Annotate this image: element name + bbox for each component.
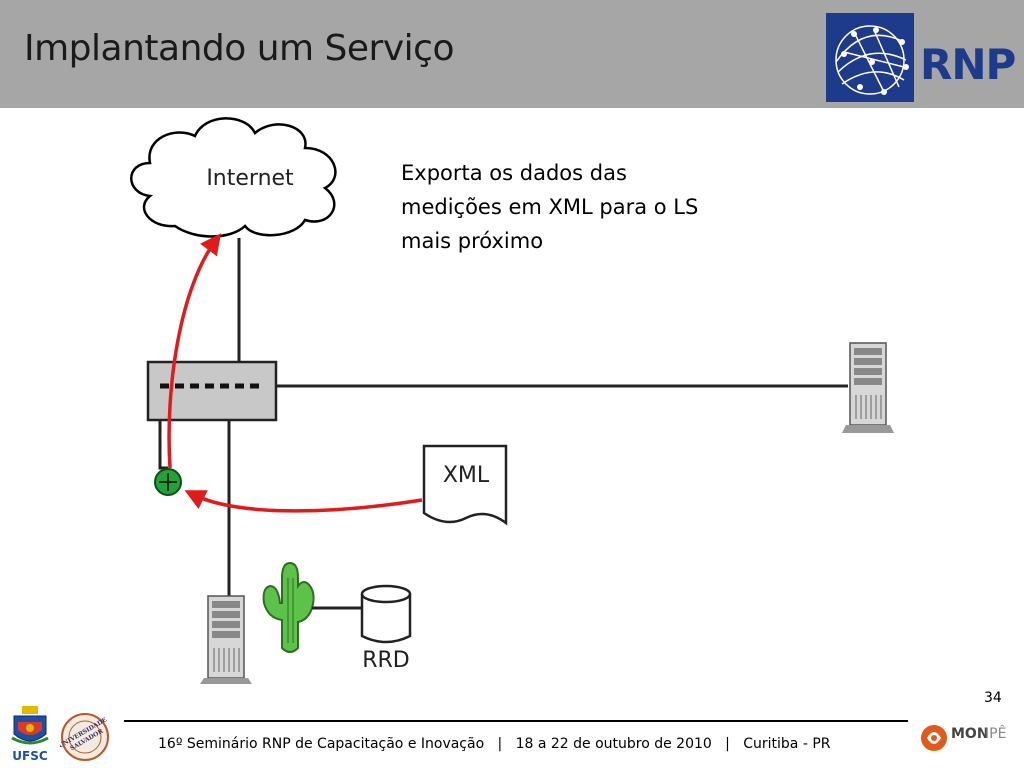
footer-text: 16º Seminário RNP de Capacitação e Inova… xyxy=(158,736,831,752)
footer-divider xyxy=(124,720,908,722)
universidade-salvador-logo: UNIVERSIDADE SALVADOR xyxy=(57,712,110,762)
monipe-logo: MON IPÊ xyxy=(918,718,1018,758)
description-line: Exporta os dados das xyxy=(401,161,627,185)
slide-description: Exporta os dados das medições em XML par… xyxy=(401,156,741,258)
export-arrow xyxy=(167,233,222,469)
cloud-icon xyxy=(130,117,337,238)
ufsc-logo: UFSC xyxy=(8,704,52,764)
probe-node-icon xyxy=(154,468,182,496)
network-diagram: Internet XML xyxy=(130,117,894,684)
switch-icon xyxy=(146,360,278,422)
page-number: 34 xyxy=(984,690,1002,706)
xml-label: XML xyxy=(443,463,490,488)
server-icon xyxy=(200,595,252,684)
ufsc-logo-text: UFSC xyxy=(12,749,48,763)
cactus-icon xyxy=(262,561,315,653)
description-line: medições em XML para o LS xyxy=(401,195,699,219)
rnp-logo xyxy=(824,12,1014,104)
rnp-logo-text: RNP xyxy=(920,40,1016,89)
rrd-label: RRD xyxy=(362,648,410,673)
cloud-label: Internet xyxy=(206,166,294,191)
probe-link-line xyxy=(158,420,168,470)
database-icon xyxy=(360,584,412,644)
server-icon xyxy=(842,342,894,433)
monipe-logo-text-light: IPÊ xyxy=(985,724,1006,742)
monipe-logo-text: MON xyxy=(951,726,989,742)
description-line: mais próximo xyxy=(401,229,544,253)
slide-title: Implantando um Serviço xyxy=(24,28,454,69)
xml-arrow xyxy=(184,490,423,513)
document-icon xyxy=(422,444,508,526)
